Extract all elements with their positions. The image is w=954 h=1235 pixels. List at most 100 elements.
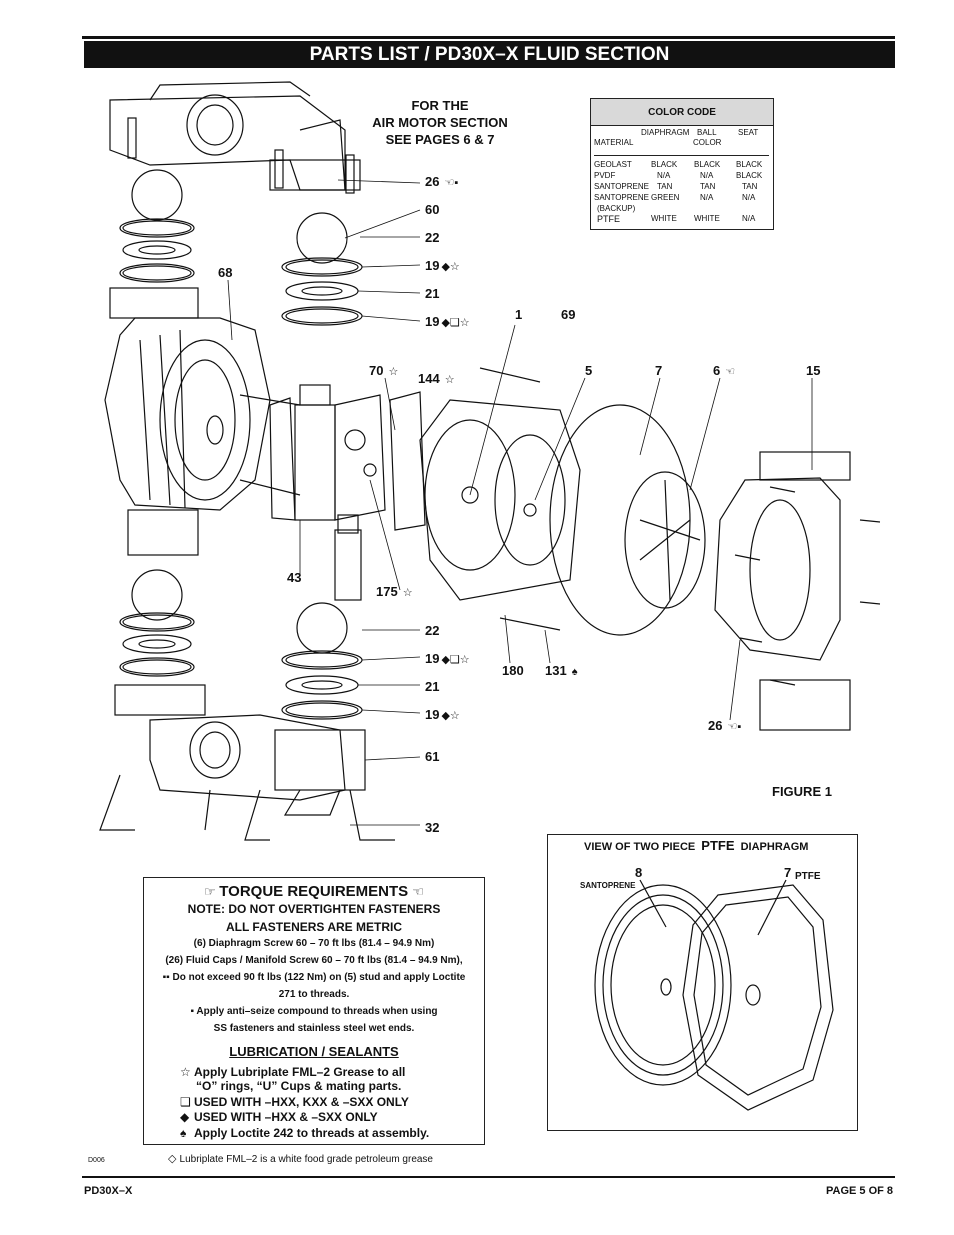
view-title: VIEW OF TWO PIECE PTFE DIAPHRAGM bbox=[584, 838, 809, 853]
spade-icon: ♠ bbox=[180, 1126, 187, 1140]
hand-pointer-icon: ☜ bbox=[412, 884, 424, 899]
callout-21-bottom: 21 bbox=[425, 679, 440, 694]
callout-22-bottom: 22 bbox=[425, 623, 440, 638]
callout-15: 15 bbox=[806, 363, 821, 378]
cc-diaphragm: GREEN bbox=[651, 193, 680, 202]
footer-page: PAGE 5 OF 8 bbox=[826, 1185, 894, 1197]
cc-ball: WHITE bbox=[694, 214, 720, 223]
two-piece-diaphragm-drawing bbox=[594, 879, 834, 1111]
air-motor-note-line3: SEE PAGES 6 & 7 bbox=[385, 132, 495, 147]
cc-ball: BLACK bbox=[694, 160, 721, 169]
cc-ball: N/A bbox=[700, 171, 714, 180]
top-manifold bbox=[109, 81, 361, 194]
page-title: PARTS LIST / PD30X–X FLUID SECTION bbox=[84, 41, 895, 68]
ball-upper-left bbox=[131, 169, 183, 221]
ball-lower-right bbox=[296, 602, 348, 654]
callout-69: 69 bbox=[561, 307, 576, 322]
torque-line-5: ▪ Apply anti–seize compound to threads w… bbox=[190, 1006, 438, 1017]
callout-68: 68 bbox=[218, 265, 233, 280]
cc-col-ball: BALL bbox=[697, 128, 717, 137]
air-motor-note-line2: AIR MOTOR SECTION bbox=[372, 115, 508, 130]
cc-diaphragm: TAN bbox=[657, 182, 673, 191]
torque-line-4: 271 to threads. bbox=[278, 989, 350, 1000]
air-motor-note: FOR THE AIR MOTOR SECTION SEE PAGES 6 & … bbox=[350, 97, 530, 148]
bottom-rule bbox=[82, 1176, 895, 1178]
square-bullet-icon: ▪ bbox=[190, 1006, 197, 1017]
callout-7: 7 bbox=[655, 363, 663, 378]
figure-label: FIGURE 1 bbox=[772, 784, 832, 799]
star-icon: ☆ bbox=[180, 1065, 191, 1079]
hand-pointer-icon: ☞ bbox=[203, 884, 220, 899]
callout-19-a: 19◆☆ bbox=[425, 258, 460, 273]
torque-heading: ☞ TORQUE REQUIREMENTS ☜ bbox=[203, 883, 424, 900]
cc-col-seat: SEAT bbox=[738, 128, 759, 137]
cc-seat: TAN bbox=[742, 182, 758, 191]
torque-requirements-box: ☞ TORQUE REQUIREMENTS ☜ NOTE: DO NOT OVE… bbox=[143, 877, 485, 1145]
cc-col-diaphragm: DIAPHRAGM bbox=[641, 128, 690, 137]
footer-model: PD30X–X bbox=[84, 1185, 133, 1197]
callout-60: 60 bbox=[425, 202, 440, 217]
cc-diaphragm: WHITE bbox=[651, 214, 677, 223]
cc-material: PTFE bbox=[597, 214, 621, 224]
shaded-square-icon: ❑ bbox=[180, 1095, 191, 1109]
torque-line-6: SS fasteners and stainless steel wet end… bbox=[213, 1023, 415, 1034]
torque-line-2: (26) Fluid Caps / Manifold Screw 60 – 70… bbox=[165, 955, 463, 966]
cc-seat: BLACK bbox=[736, 171, 763, 180]
lubrication-heading: LUBRICATION / SEALANTS bbox=[229, 1044, 399, 1059]
color-code-title: COLOR CODE bbox=[591, 99, 773, 126]
cc-seat: BLACK bbox=[736, 160, 763, 169]
view-num-7: 7 bbox=[784, 865, 792, 880]
callout-32: 32 bbox=[425, 820, 440, 835]
callout-61: 61 bbox=[425, 749, 440, 764]
torque-line-3: ▪▪ Do not exceed 90 ft lbs (122 Nm) on (… bbox=[162, 972, 466, 983]
callout-144: 144 ☆ bbox=[418, 371, 455, 386]
cc-material: PVDF bbox=[594, 171, 616, 180]
cc-seat: N/A bbox=[742, 214, 756, 223]
cc-ball: TAN bbox=[700, 182, 716, 191]
cc-material: (BACKUP) bbox=[597, 204, 636, 213]
diamond-outline-icon: ◇ bbox=[168, 1153, 180, 1165]
diaphragm-plate-6 bbox=[624, 471, 706, 609]
callout-22-top: 22 bbox=[425, 230, 440, 245]
callout-26-bottom: 26 ☜▪ bbox=[708, 718, 742, 733]
cc-diaphragm: N/A bbox=[657, 171, 671, 180]
cc-divider bbox=[594, 155, 769, 156]
callout-5: 5 bbox=[585, 363, 593, 378]
cc-ball: N/A bbox=[700, 193, 714, 202]
cc-diaphragm: BLACK bbox=[651, 160, 678, 169]
callout-175: 175 ☆ bbox=[376, 584, 413, 599]
callout-19-c: 19◆❑☆ bbox=[425, 651, 470, 666]
diamond-icon: ◆ bbox=[180, 1110, 190, 1124]
footnote: ◇ Lubriplate FML–2 is a white food grade… bbox=[168, 1153, 433, 1165]
lube-line-4: ♠Apply Loctite 242 to threads at assembl… bbox=[180, 1126, 430, 1140]
ball-lower-left bbox=[131, 569, 183, 621]
lube-line-1a: ☆Apply Lubriplate FML–2 Grease to all bbox=[180, 1065, 406, 1079]
callout-70: 70 ☆ bbox=[369, 363, 399, 378]
cc-seat: N/A bbox=[742, 193, 756, 202]
lube-line-3: ◆USED WITH –HXX & –SXX ONLY bbox=[180, 1110, 378, 1124]
callout-131: 131 ♠ bbox=[545, 663, 578, 678]
center-plate bbox=[419, 367, 581, 631]
callout-1: 1 bbox=[515, 307, 523, 322]
view-num-8: 8 bbox=[635, 865, 643, 880]
cc-material: SANTOPRENE bbox=[594, 182, 649, 191]
callout-180: 180 bbox=[502, 663, 524, 678]
top-rule bbox=[82, 36, 895, 39]
air-motor-block bbox=[269, 384, 426, 601]
left-fluid-cap bbox=[104, 287, 301, 556]
callout-43: 43 bbox=[287, 570, 302, 585]
drawing-code: D006 bbox=[88, 1157, 105, 1164]
lube-line-2: ❑USED WITH –HXX, KXX & –SXX ONLY bbox=[180, 1095, 409, 1109]
color-code-table: COLOR CODE DIAPHRAGM BALL COLOR SEAT MAT… bbox=[590, 98, 774, 230]
cc-col-ball-color: COLOR bbox=[693, 138, 722, 147]
torque-note-2: ALL FASTENERS ARE METRIC bbox=[225, 920, 402, 934]
cc-material: GEOLAST bbox=[594, 160, 632, 169]
double-square-icon: ▪▪ bbox=[162, 972, 173, 983]
two-piece-diaphragm-view: VIEW OF TWO PIECE PTFE DIAPHRAGM 8 SANTO… bbox=[547, 834, 858, 1131]
callout-19-b: 19◆❑☆ bbox=[425, 314, 470, 329]
torque-line-1: (6) Diaphragm Screw 60 – 70 ft lbs (81.4… bbox=[193, 938, 435, 949]
callout-26-top: 26 ☜▪ bbox=[425, 174, 459, 189]
ball-upper-right bbox=[296, 212, 348, 264]
lube-line-1b: “O” rings, “U” Cups & mating parts. bbox=[196, 1079, 402, 1093]
